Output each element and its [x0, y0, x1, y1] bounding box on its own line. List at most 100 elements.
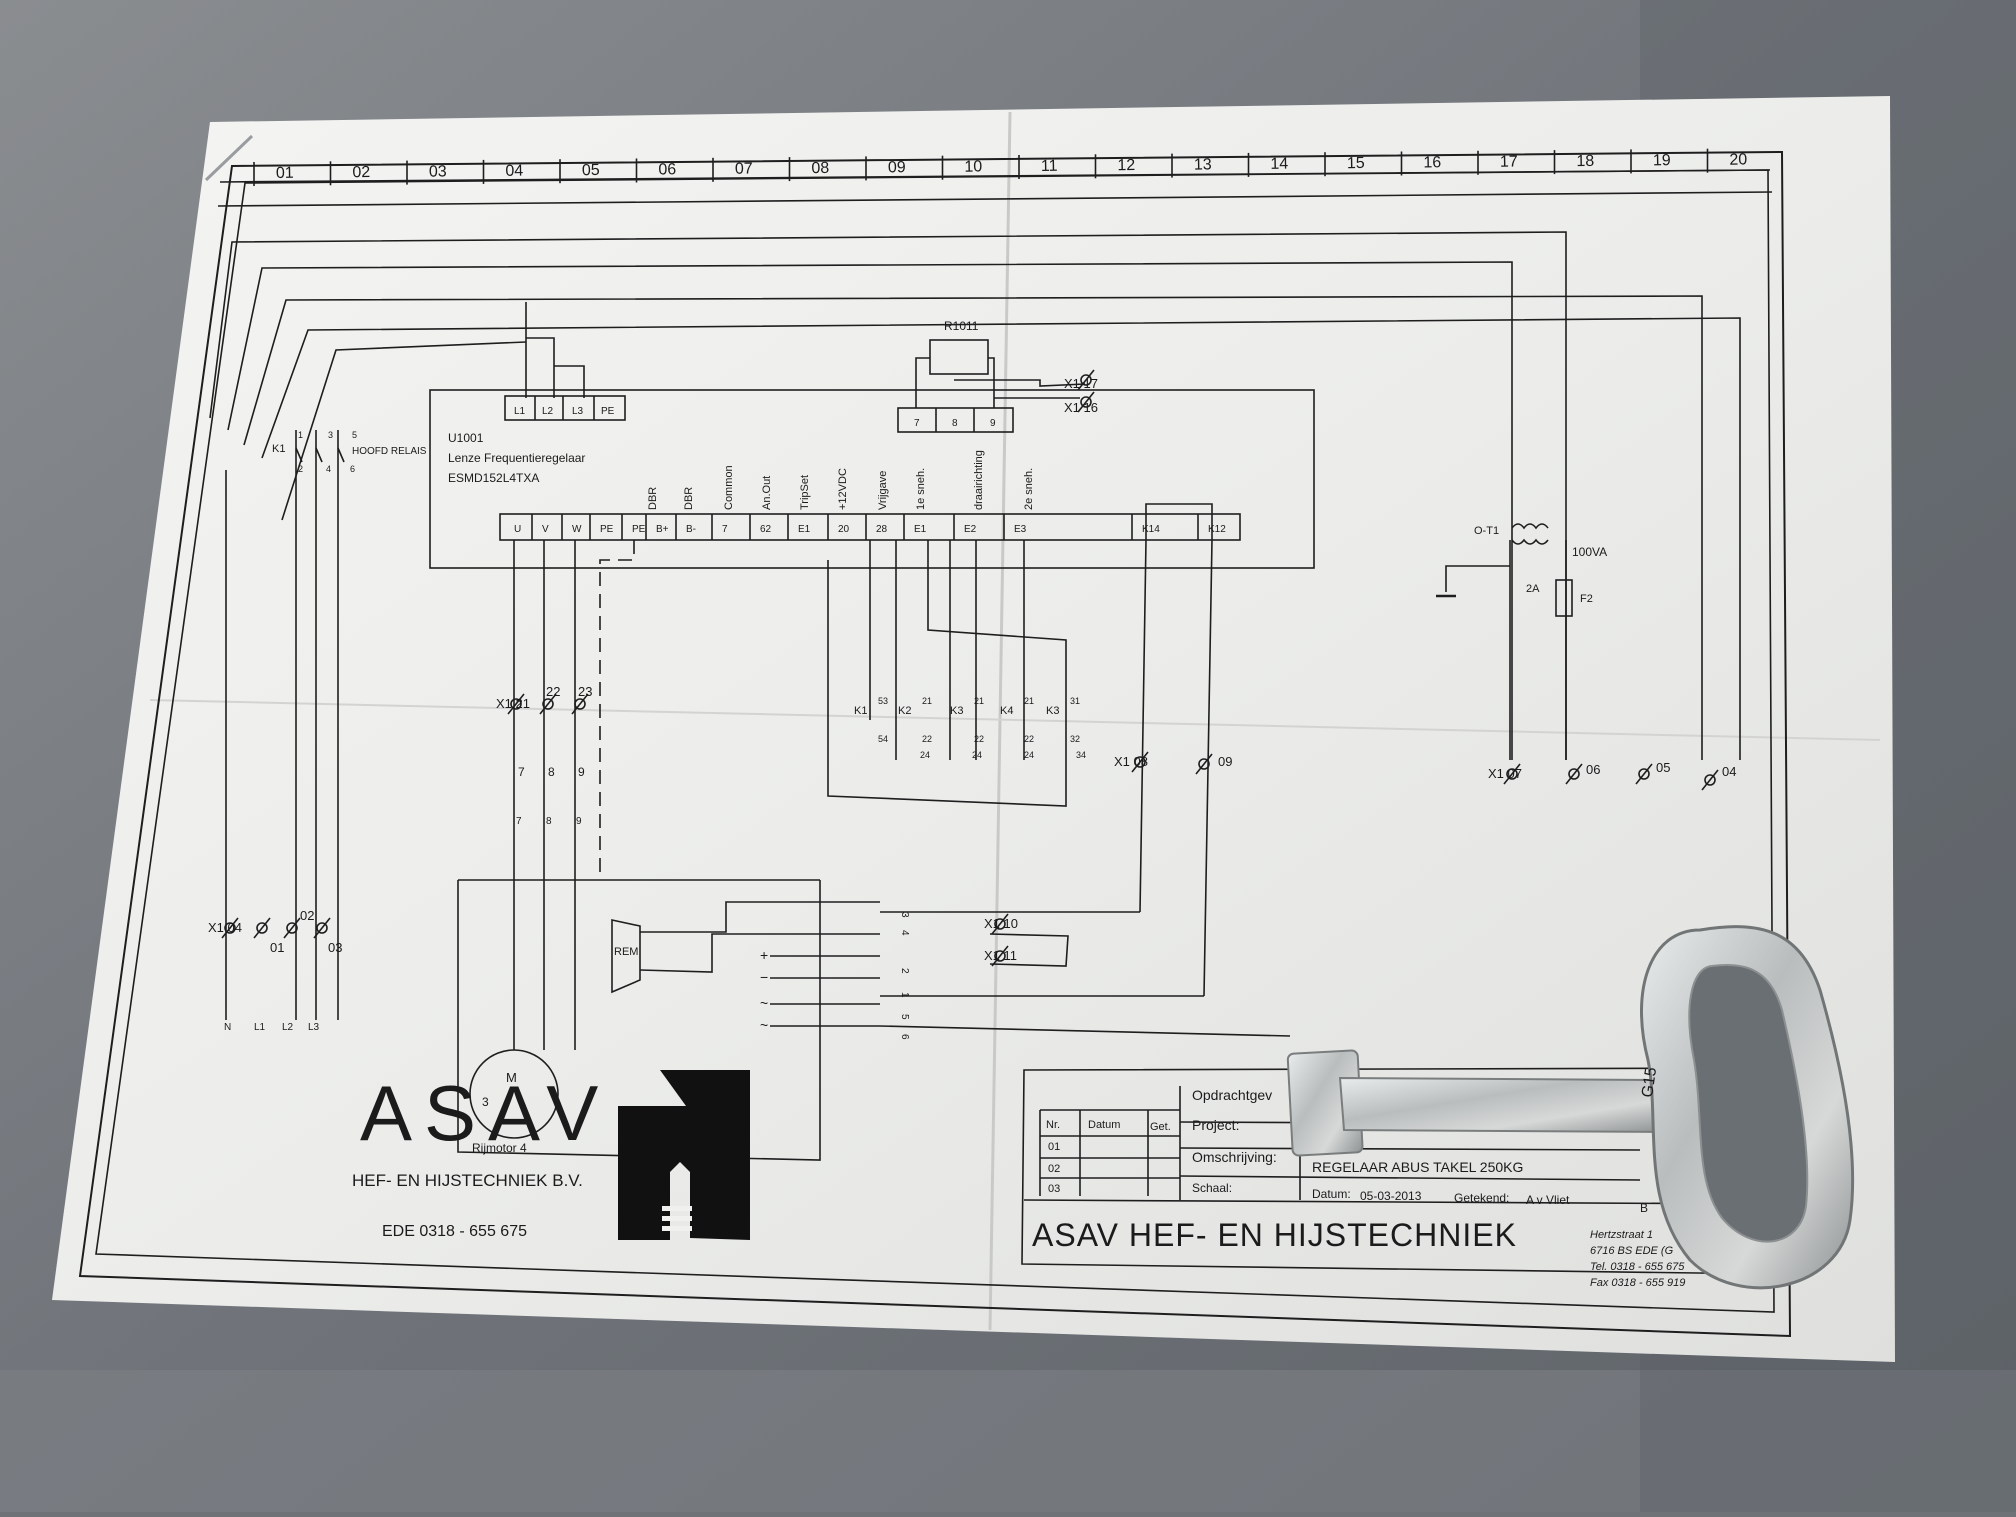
column-number: 06 — [658, 161, 676, 178]
inverter-terminal: 62 — [760, 524, 772, 535]
date-value: 05-03-2013 — [1360, 1189, 1422, 1203]
terminal-marker-stroke — [221, 917, 239, 939]
signal-label: DBR — [683, 487, 695, 510]
terminal-marker — [1134, 756, 1146, 768]
contact-number: 22 — [974, 734, 984, 744]
relay-contact-number: 5 — [352, 430, 357, 440]
field-label: Schaal: — [1192, 1181, 1232, 1195]
contact-number: 24 — [1024, 750, 1034, 760]
signal-label: DBR — [647, 487, 659, 510]
inverter-terminal: W — [572, 524, 582, 535]
signal-label: TripSet — [799, 475, 811, 510]
terminal-label: X1 07 — [1488, 766, 1522, 781]
supply-terminal: PE — [601, 406, 615, 417]
column-number: 15 — [1347, 155, 1365, 172]
terminal-marker-stroke — [313, 917, 331, 939]
drawn-by-value: A v Vliet — [1526, 1193, 1570, 1207]
field-label: Datum: — [1312, 1187, 1351, 1201]
inverter-model: ESMD152L4TXA — [448, 471, 539, 485]
relay-contact-number: 4 — [326, 464, 331, 474]
inverter-terminal: 20 — [838, 524, 850, 535]
terminal-marker-stroke — [571, 693, 589, 715]
transformer-rating: 100VA — [1572, 545, 1607, 559]
company-phone: EDE 0318 - 655 675 — [382, 1223, 527, 1240]
rev-header: Datum — [1088, 1119, 1120, 1131]
terminal-marker — [1704, 774, 1716, 786]
plug-sign: + — [760, 947, 768, 963]
company-logo-text: ASAV — [360, 1069, 610, 1157]
signal-label: 2e sneh. — [1023, 468, 1035, 510]
supply-terminal: L3 — [572, 406, 584, 417]
terminal-marker — [1568, 768, 1580, 780]
column-number: 05 — [582, 162, 600, 179]
transformer-label: O-T1 — [1474, 525, 1499, 537]
terminal-label: 09 — [1218, 754, 1232, 769]
terminal-label: X1 11 — [984, 948, 1017, 963]
column-number: 03 — [429, 163, 447, 180]
feed-label: L2 — [282, 1022, 294, 1033]
wire-number: 8 — [546, 816, 552, 827]
terminal-label: 23 — [578, 684, 592, 699]
rev-header: Get. — [1150, 1121, 1171, 1133]
relay-contact-number: 3 — [328, 430, 333, 440]
contact-number: 22 — [1024, 734, 1034, 744]
terminal-marker-stroke — [1503, 763, 1521, 785]
company-logo-mark — [618, 1070, 750, 1240]
inverter-terminal: E2 — [964, 524, 977, 535]
contact-number: 54 — [878, 734, 888, 744]
column-number: 19 — [1653, 152, 1671, 169]
title-block: Nr. Datum Get. 01 02 03 Opdrachtgev Proj… — [1032, 1087, 1708, 1289]
terminal-marker — [994, 950, 1006, 962]
terminal-marker-stroke — [283, 917, 301, 939]
column-number: 12 — [1117, 157, 1135, 174]
rev-header: Nr. — [1046, 1119, 1060, 1131]
brake-label: REM — [614, 946, 638, 958]
terminal-marker-stroke — [1701, 769, 1719, 791]
inverter-terminal: K12 — [1208, 524, 1226, 535]
column-number: 02 — [352, 164, 370, 181]
fuse-label: F2 — [1580, 593, 1593, 605]
inverter-terminal: V — [542, 524, 549, 535]
terminal-marker-stroke — [253, 917, 271, 939]
column-number: 10 — [964, 158, 982, 175]
contact-relay-label: K3 — [950, 705, 963, 717]
plug-sign: ~ — [760, 1017, 768, 1033]
contact-relay-label: K2 — [898, 705, 911, 717]
wire-number: 7 — [518, 765, 525, 779]
terminal-label: 05 — [1656, 760, 1670, 775]
terminal-marker — [224, 922, 236, 934]
signal-label: An.Out — [761, 476, 773, 510]
column-number: 20 — [1729, 151, 1747, 168]
field-label: Getekend: — [1454, 1191, 1509, 1205]
inverter-terminal: 28 — [876, 524, 888, 535]
contact-number: 21 — [1024, 696, 1034, 706]
sheet-value: B — [1640, 1201, 1648, 1215]
contact-number: 34 — [1076, 750, 1086, 760]
feed-label: N — [224, 1022, 231, 1033]
relay-contact-number: 6 — [350, 464, 355, 474]
resistor-terminal: 8 — [952, 418, 958, 429]
terminal-label: X1 21 — [496, 696, 530, 711]
wire-number: 9 — [576, 816, 582, 827]
terminal-label: 03 — [328, 940, 342, 955]
inverter-terminal: 7 — [722, 524, 728, 535]
contact-number: 31 — [1070, 696, 1080, 706]
motor-phase: 3 — [482, 1095, 489, 1109]
terminal-marker-stroke — [1077, 369, 1095, 391]
column-number: 18 — [1576, 153, 1594, 170]
column-number: 16 — [1423, 154, 1441, 171]
relay-k1: K1 — [272, 443, 285, 455]
wire-number: 9 — [578, 765, 585, 779]
schematic-paper — [52, 96, 1895, 1362]
inverter-terminal: B- — [686, 524, 696, 535]
contact-relay-label: K1 — [854, 705, 867, 717]
relay-label: HOOFD RELAIS — [352, 446, 427, 457]
terminal-label: 04 — [1722, 764, 1736, 779]
terminal-marker-stroke — [507, 693, 525, 715]
feed-label: L1 — [254, 1022, 266, 1033]
terminal-marker — [994, 918, 1006, 930]
column-number: 11 — [1041, 158, 1058, 175]
